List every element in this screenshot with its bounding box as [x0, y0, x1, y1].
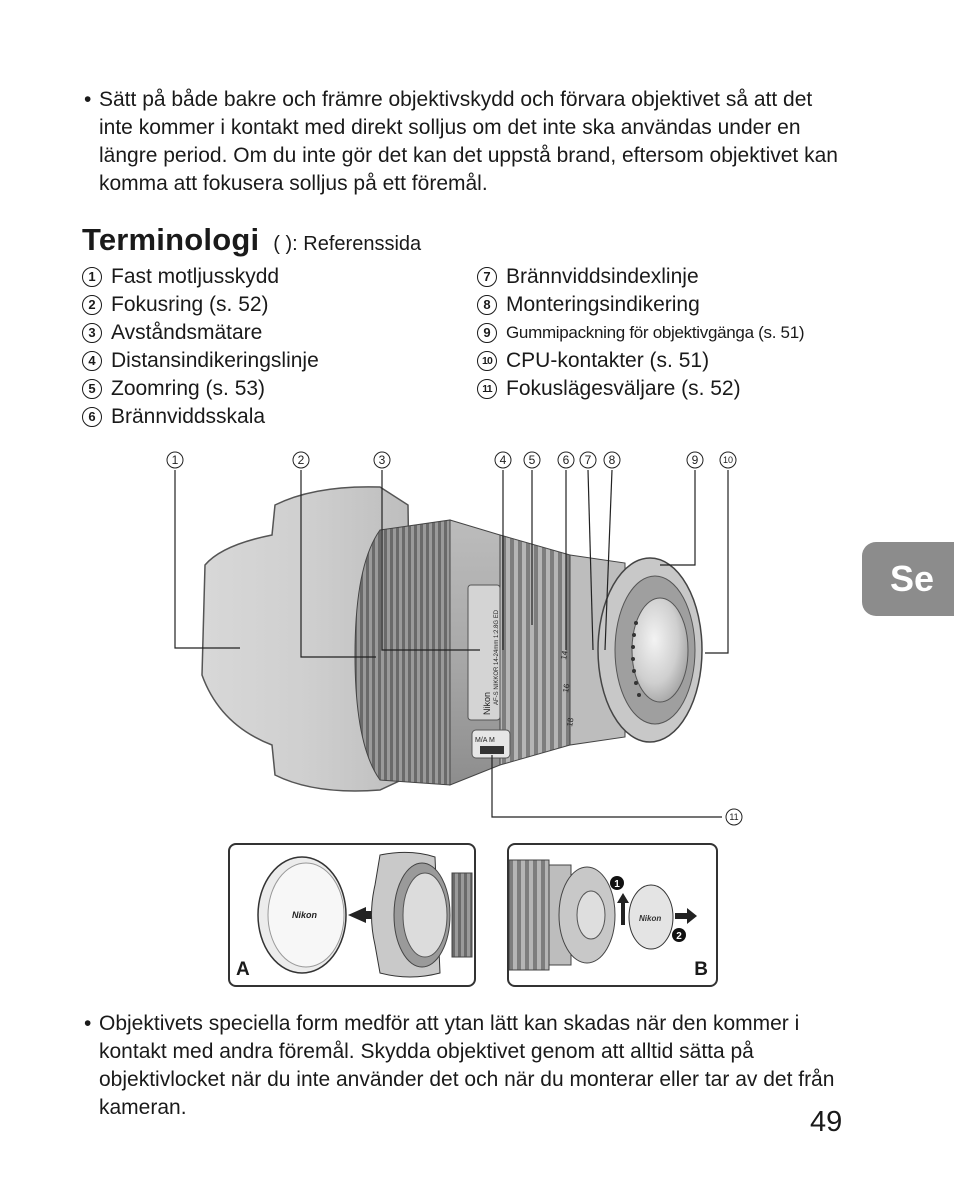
focal-scale-18: 18: [565, 716, 576, 727]
svg-text:6: 6: [563, 453, 570, 467]
focus-mode-switch-label: M/A M: [475, 737, 495, 744]
panel-letter-b: B: [694, 959, 708, 980]
svg-text:9: 9: [692, 453, 699, 467]
term-label: Avståndsmätare: [111, 321, 263, 344]
term-item: 6 Brännviddsskala: [82, 403, 462, 431]
term-label: Monteringsindikering: [506, 293, 700, 316]
svg-text:2: 2: [298, 453, 305, 467]
arrow-right-icon: [675, 908, 697, 924]
section-title: Terminologi: [82, 222, 260, 257]
svg-text:2: 2: [676, 931, 682, 942]
svg-text:8: 8: [609, 453, 616, 467]
page-number: 49: [810, 1106, 843, 1138]
callout-10: 10: [719, 451, 737, 469]
term-item: 4 Distansindikeringslinje: [82, 347, 462, 375]
callout-11: 11: [725, 808, 743, 826]
term-label: Gummipackning för objektivgänga (s. 51): [506, 323, 805, 342]
term-label: Zoomring (s. 53): [111, 377, 266, 400]
term-label: Brännviddsskala: [111, 405, 266, 428]
term-label: CPU-kontakter (s. 51): [506, 349, 710, 372]
svg-text:1: 1: [614, 879, 620, 890]
term-number: 9: [477, 323, 497, 343]
term-item: 5 Zoomring (s. 53): [82, 375, 462, 403]
term-item: 1 Fast motljusskydd: [82, 263, 462, 291]
svg-text:11: 11: [729, 812, 738, 822]
term-label: Fast motljusskydd: [111, 265, 280, 288]
svg-text:5: 5: [529, 453, 536, 467]
illustration-panel-a: Nikon A: [228, 843, 476, 987]
term-label: Fokuslägesväljare (s. 52): [506, 377, 741, 400]
lens-brand-text: Nikon: [482, 692, 492, 715]
step-2-marker: [672, 928, 686, 942]
term-number: 5: [82, 379, 102, 399]
svg-text:7: 7: [585, 453, 592, 467]
term-item: 2 Fokusring (s. 52): [82, 291, 462, 319]
bullet-paragraph-top: • Sätt på både bakre och främre objektiv…: [84, 86, 844, 198]
callout-8: 8: [603, 451, 621, 469]
term-number: 3: [82, 323, 102, 343]
term-number: 6: [82, 407, 102, 427]
callout-3: 3: [373, 451, 391, 469]
callout-7: 7: [579, 451, 597, 469]
rear-lens-cap: [628, 884, 674, 950]
term-item: 8 Monteringsindikering: [477, 291, 877, 319]
term-item: 7 Brännviddsindexlinje: [477, 263, 877, 291]
front-lens-element: [402, 872, 448, 958]
terminology-list-right: 7 Brännviddsindexlinje 8 Monteringsindiker…: [477, 263, 877, 403]
step-1-marker: [610, 876, 624, 890]
term-number: 11: [477, 379, 497, 399]
term-number: 1: [82, 267, 102, 287]
callout-2: 2: [292, 451, 310, 469]
term-item: 11 Fokuslägesväljare (s. 52): [477, 375, 877, 403]
term-label: Brännviddsindexlinje: [506, 265, 699, 288]
term-number: 2: [82, 295, 102, 315]
term-item: 3 Avståndsmätare: [82, 319, 462, 347]
focus-mode-switch: [480, 746, 504, 754]
svg-text:3: 3: [379, 453, 386, 467]
language-tab: Se: [862, 542, 954, 616]
bullet-text: Objektivets speciella form medför att yt…: [99, 1012, 835, 1119]
illustration-panel-b: 1 Nikon 2 B: [507, 843, 718, 987]
lens-illustration: Nikon AF-S NIKKOR 14-24mm 1:2.8G ED 14 1…: [166, 451, 743, 826]
term-number: 4: [82, 351, 102, 371]
callout-6: 6: [557, 451, 575, 469]
lens-model-text: AF-S NIKKOR 14-24mm 1:2.8G ED: [494, 609, 500, 705]
rear-cap-brand-text: Nikon: [639, 914, 661, 923]
rear-lens-element: [631, 597, 689, 703]
term-number: 8: [477, 295, 497, 315]
bullet-dot: •: [84, 1012, 92, 1035]
arrow-left-icon: [348, 907, 378, 923]
section-heading: Terminologi ( ): Referenssida: [82, 222, 421, 258]
term-number: 7: [477, 267, 497, 287]
callout-4: 4: [494, 451, 512, 469]
cpu-contacts: [631, 621, 641, 697]
term-number: 10: [477, 351, 497, 371]
callout-1: 1: [166, 451, 184, 469]
bullet-text: Sätt på både bakre och främre objektivsk…: [99, 88, 838, 195]
term-item: 10 CPU-kontakter (s. 51): [477, 347, 877, 375]
bullet-dot: •: [84, 88, 92, 111]
term-label: Fokusring (s. 52): [111, 293, 269, 316]
focal-scale-14: 14: [559, 649, 570, 660]
svg-text:1: 1: [172, 453, 179, 467]
section-subtitle: ( ): Referenssida: [273, 233, 422, 255]
term-item: 9 Gummipackning för objektivgänga (s. 51): [477, 319, 877, 347]
panel-letter-a: A: [236, 959, 250, 980]
focal-scale-16: 16: [561, 682, 572, 693]
svg-text:10: 10: [723, 455, 733, 465]
callout-5: 5: [523, 451, 541, 469]
callout-9: 9: [686, 451, 704, 469]
svg-text:4: 4: [500, 453, 507, 467]
arrow-up-icon: [617, 893, 629, 925]
bullet-paragraph-bottom: • Objektivets speciella form medför att …: [84, 1010, 844, 1122]
cap-brand-text: Nikon: [292, 910, 318, 920]
term-label: Distansindikeringslinje: [111, 349, 319, 372]
